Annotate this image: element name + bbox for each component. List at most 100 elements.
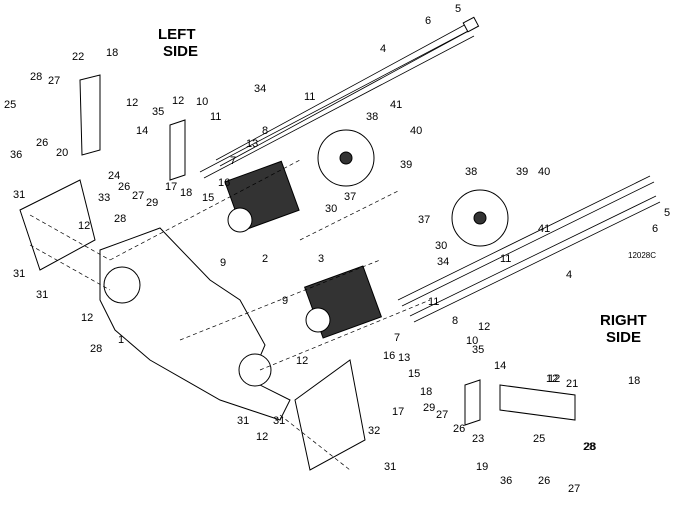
callout-4: 4	[566, 269, 572, 281]
callout-27: 27	[132, 190, 144, 202]
callout-26: 26	[36, 137, 48, 149]
callout-24: 24	[108, 170, 120, 182]
callout-12: 12	[126, 97, 138, 109]
callout-9: 9	[220, 257, 226, 269]
callout-31: 31	[36, 289, 48, 301]
callout-35: 35	[152, 106, 164, 118]
callout-36: 36	[500, 475, 512, 487]
callout-28: 28	[583, 441, 595, 453]
callout-12: 12	[548, 373, 560, 385]
shield-right	[294, 359, 366, 471]
callout-12: 12	[172, 95, 184, 107]
callout-12: 12	[546, 373, 558, 385]
callout-38: 38	[366, 111, 378, 123]
callout-38: 38	[465, 166, 477, 178]
callout-18: 18	[180, 187, 192, 199]
callout-28: 28	[584, 441, 596, 453]
callout-3: 3	[318, 253, 324, 265]
callout-27: 27	[436, 409, 448, 421]
callout-31: 31	[237, 415, 249, 427]
callout-35: 35	[472, 344, 484, 356]
callout-15: 15	[408, 368, 420, 380]
callout-2: 2	[262, 253, 268, 265]
callout-26: 26	[118, 181, 130, 193]
callout-39: 39	[400, 159, 412, 171]
callout-36: 36	[10, 149, 22, 161]
callout-34: 34	[254, 83, 266, 95]
callout-6: 6	[652, 223, 658, 235]
callout-39: 39	[516, 166, 528, 178]
callout-13: 13	[246, 138, 258, 150]
callout-12: 12	[256, 431, 268, 443]
callout-40: 40	[538, 166, 550, 178]
callout-17: 17	[165, 181, 177, 193]
drawing-code: 12028C	[628, 251, 656, 260]
callout-29: 29	[423, 402, 435, 414]
callout-33: 33	[98, 192, 110, 204]
callout-12: 12	[78, 220, 90, 232]
callout-27: 27	[568, 483, 580, 495]
bracket-right-mid	[464, 379, 481, 426]
callout-25: 25	[533, 433, 545, 445]
callout-7: 7	[394, 332, 400, 344]
callout-25: 25	[4, 99, 16, 111]
callout-8: 8	[452, 315, 458, 327]
callout-37: 37	[344, 191, 356, 203]
callout-26: 26	[453, 423, 465, 435]
callout-18: 18	[106, 47, 118, 59]
callout-12: 12	[296, 355, 308, 367]
callout-13: 13	[398, 352, 410, 364]
callout-18: 18	[420, 386, 432, 398]
callout-41: 41	[390, 99, 402, 111]
callout-28: 28	[114, 213, 126, 225]
callout-31: 31	[13, 268, 25, 280]
callout-10: 10	[466, 335, 478, 347]
callout-31: 31	[273, 415, 285, 427]
callout-26: 26	[538, 475, 550, 487]
callout-9: 9	[282, 295, 288, 307]
callout-14: 14	[136, 125, 148, 137]
callout-28: 28	[30, 71, 42, 83]
bracket-upper	[169, 119, 186, 181]
cooling-fan-left	[317, 129, 375, 187]
callout-16: 16	[383, 350, 395, 362]
callout-17: 17	[392, 406, 404, 418]
callout-11: 11	[304, 91, 315, 103]
callout-28: 28	[90, 343, 102, 355]
callout-10: 10	[196, 96, 208, 108]
callout-31: 31	[384, 461, 396, 473]
callout-34: 34	[437, 256, 449, 268]
callout-32: 32	[368, 425, 380, 437]
side-plate	[99, 227, 291, 421]
callout-30: 30	[325, 203, 337, 215]
callout-16: 16	[218, 177, 230, 189]
callout-23: 23	[472, 433, 484, 445]
callout-18: 18	[628, 375, 640, 387]
assembly-lines	[29, 159, 431, 471]
hydraulic-pump-3	[303, 265, 383, 339]
callout-6: 6	[425, 15, 431, 27]
control-rod-upper	[199, 16, 480, 179]
svg-text:RIGHT: RIGHT	[600, 312, 647, 329]
callout-27: 27	[48, 75, 60, 87]
callout-5: 5	[664, 207, 670, 219]
svg-text:SIDE: SIDE	[606, 329, 641, 346]
callout-12: 12	[81, 312, 93, 324]
svg-text:SIDE: SIDE	[163, 43, 198, 60]
callout-12: 12	[478, 321, 490, 333]
callout-20: 20	[56, 147, 68, 159]
callout-21: 21	[566, 378, 578, 390]
callout-41: 41	[538, 223, 550, 235]
left-side-label: LEFT SIDE	[158, 26, 198, 60]
callout-5: 5	[455, 3, 461, 15]
callout-15: 15	[202, 192, 214, 204]
callout-11: 11	[500, 253, 511, 265]
shield-left	[19, 179, 96, 271]
svg-text:LEFT: LEFT	[158, 26, 196, 43]
callout-29: 29	[146, 197, 158, 209]
callout-4: 4	[380, 43, 386, 55]
callout-7: 7	[230, 155, 236, 167]
hydraulic-pump-2	[224, 160, 300, 233]
